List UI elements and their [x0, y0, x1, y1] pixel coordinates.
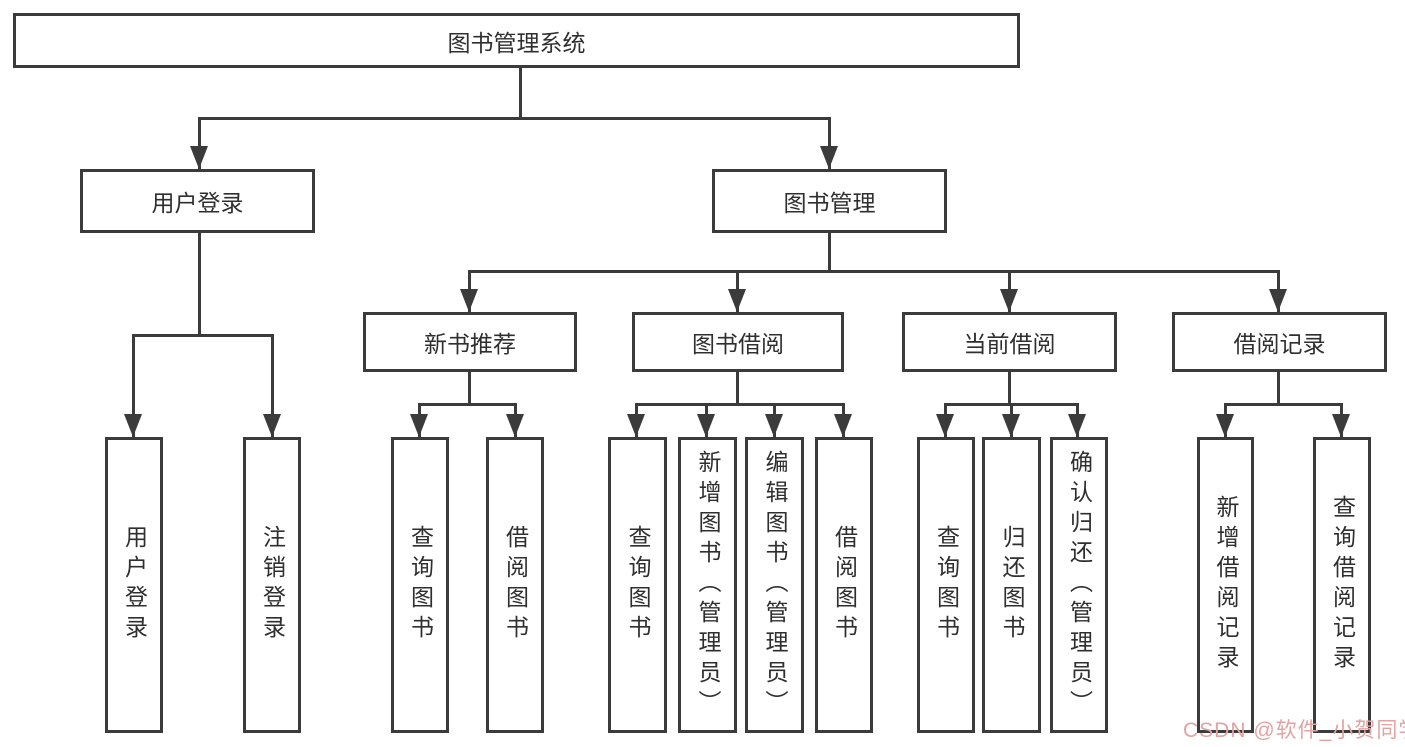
arrowhead-down-icon [820, 146, 838, 169]
arrowhead-down-icon [506, 414, 524, 437]
leaf-query-books-borrowing: 查询图书 [608, 437, 667, 733]
arrowhead-down-icon [697, 414, 715, 437]
node-label: 查询图书 [933, 525, 960, 645]
arrowhead-down-icon [263, 414, 281, 437]
leaf-add-book-admin: 新增图书（管理员） [678, 437, 737, 733]
connector-line-h [418, 403, 517, 406]
arrowhead-down-icon [1068, 414, 1086, 437]
arrowhead-down-icon [936, 414, 954, 437]
connector-line-v [468, 372, 471, 406]
node-label: 图书管理系统 [447, 29, 586, 56]
connector-line-v [198, 233, 201, 337]
connector-line-v [736, 372, 739, 406]
connector-line-v [132, 334, 135, 437]
node-label: 当前借阅 [963, 331, 1056, 357]
arrowhead-down-icon [1332, 414, 1350, 437]
node-label: 新增借阅记录 [1213, 495, 1239, 675]
node-label: 用户登录 [151, 190, 244, 216]
connector-line-v [198, 117, 201, 169]
arrowhead-down-icon [728, 289, 746, 312]
node-label: 借阅图书 [831, 525, 858, 645]
connector-line-h [1224, 403, 1342, 406]
arrowhead-down-icon [627, 414, 645, 437]
leaf-add-borrow-record: 新增借阅记录 [1197, 437, 1254, 733]
arrowhead-down-icon [1002, 414, 1020, 437]
connector-line-v [828, 233, 831, 273]
node-current-borrowing: 当前借阅 [902, 312, 1117, 372]
node-label: 新增图书（管理员） [695, 450, 721, 720]
arrowhead-down-icon [834, 414, 852, 437]
leaf-return-books: 归还图书 [982, 437, 1041, 733]
connector-line-h [635, 403, 845, 406]
connector-line-h [468, 270, 1280, 273]
node-label: 新书推荐 [424, 331, 516, 357]
node-new-book-recommend: 新书推荐 [363, 312, 577, 372]
node-label: 归还图书 [999, 525, 1025, 645]
node-label: 借阅记录 [1233, 331, 1326, 357]
leaf-query-books-recommend: 查询图书 [391, 437, 449, 733]
leaf-user-login: 用户登录 [105, 437, 163, 733]
leaf-query-borrow-record: 查询借阅记录 [1313, 437, 1371, 733]
node-label: 图书借阅 [692, 331, 784, 357]
arrowhead-down-icon [460, 289, 478, 312]
node-label: 用户登录 [121, 525, 148, 645]
node-label: 确认归还（管理员） [1066, 450, 1093, 720]
leaf-query-books-current: 查询图书 [917, 437, 975, 733]
node-book-management: 图书管理 [712, 169, 947, 233]
leaf-edit-book-admin: 编辑图书（管理员） [745, 437, 804, 733]
arrowhead-down-icon [765, 414, 783, 437]
node-book-borrowing: 图书借阅 [632, 312, 844, 372]
node-label: 编辑图书（管理员） [762, 450, 788, 720]
connector-line-h [198, 117, 831, 120]
arrowhead-down-icon [1216, 414, 1234, 437]
arrowhead-down-icon [1000, 289, 1018, 312]
connector-line-v [519, 68, 522, 120]
watermark: CSDN @软件_小贺同学 [1183, 719, 1405, 742]
node-label: 查询图书 [625, 525, 651, 645]
leaf-confirm-return-admin: 确认归还（管理员） [1050, 437, 1108, 733]
node-label: 注销登录 [259, 525, 286, 645]
leaf-borrow-books-borrowing: 借阅图书 [815, 437, 873, 733]
node-label: 借阅图书 [502, 525, 529, 645]
arrowhead-down-icon [190, 146, 208, 169]
arrowhead-down-icon [124, 414, 142, 437]
connector-line-v [1008, 372, 1011, 406]
node-label: 查询借阅记录 [1329, 495, 1356, 675]
node-user-login-branch: 用户登录 [80, 169, 315, 233]
connector-line-v [828, 117, 831, 169]
node-borrowing-records: 借阅记录 [1172, 312, 1387, 372]
connector-line-h [132, 334, 274, 337]
leaf-borrow-books-recommend: 借阅图书 [486, 437, 544, 733]
node-label: 查询图书 [407, 525, 434, 645]
node-library-management-system: 图书管理系统 [13, 13, 1020, 68]
connector-line-v [271, 334, 274, 437]
connector-line-v [1277, 372, 1280, 406]
node-label: 图书管理 [783, 190, 876, 216]
arrowhead-down-icon [410, 414, 428, 437]
leaf-logout: 注销登录 [243, 437, 301, 733]
arrowhead-down-icon [1269, 289, 1287, 312]
